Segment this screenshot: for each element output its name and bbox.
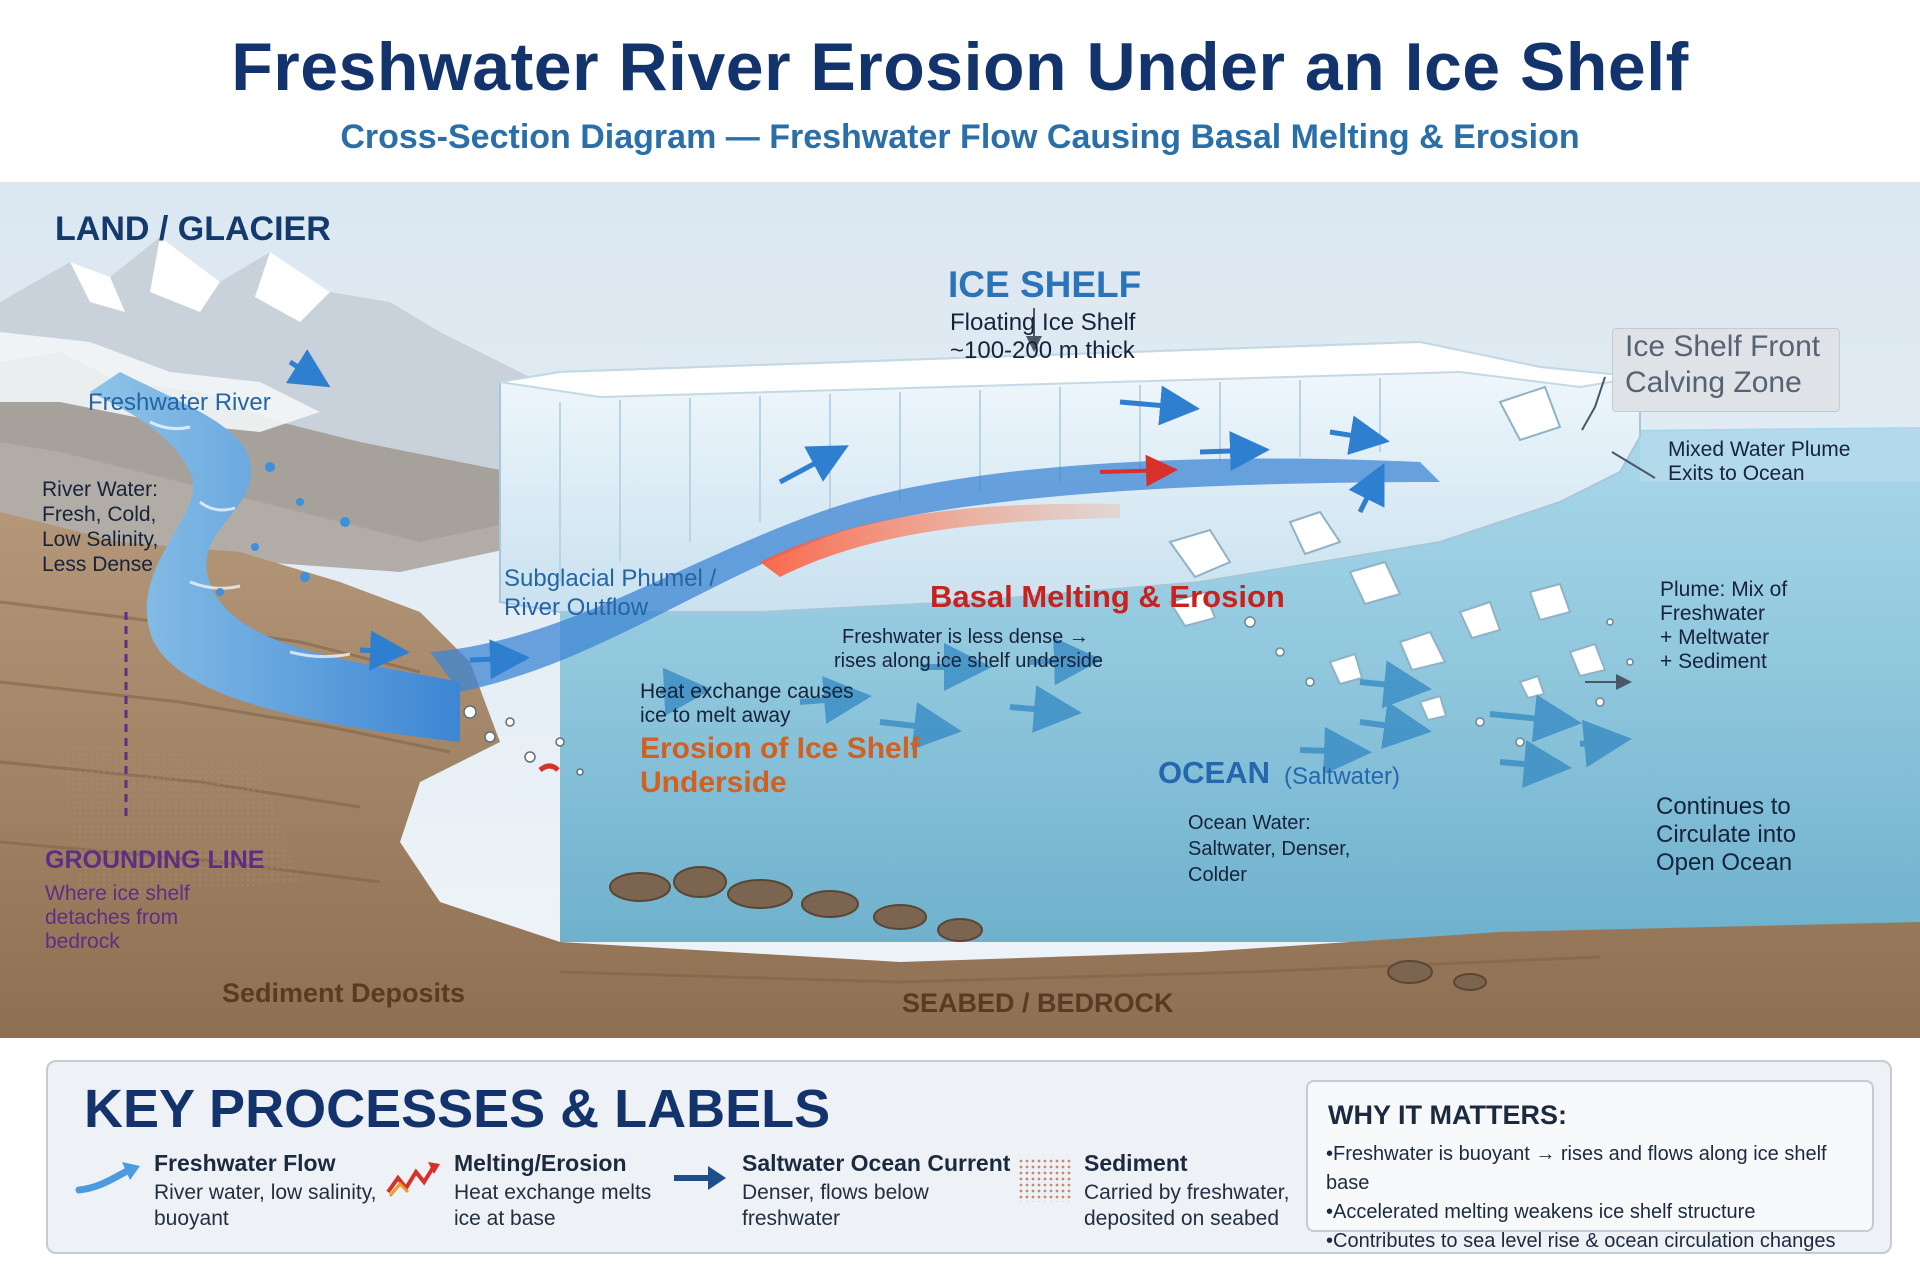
grounding-desc-line1: Where ice shelf: [45, 882, 190, 905]
heat-line2: ice to melt away: [640, 704, 791, 727]
key-item-saltwater-current: Saltwater Ocean Current Denser, flows be…: [742, 1150, 1010, 1231]
subglacial-outflow: [430, 458, 1440, 692]
ocean-current-arrows: [659, 637, 1632, 788]
erosion-debris: [463, 705, 584, 776]
why-list: Freshwater is buoyant → rises and flows …: [1326, 1140, 1872, 1256]
plume-mix-line4: + Sediment: [1660, 650, 1767, 673]
subglacial-line1: Subglacial Phumel /: [504, 565, 717, 592]
ocean-water-line3: Colder: [1188, 864, 1247, 886]
plume-particles: [1244, 616, 1634, 747]
key-item-name: Melting/Erosion: [454, 1150, 627, 1176]
key-title: KEY PROCESSES & LABELS: [84, 1079, 831, 1139]
ocean-label: OCEAN: [1158, 755, 1270, 790]
freshwater-flow-arrows: [285, 349, 1390, 680]
less-dense-line2: rises along ice shelf underside: [834, 650, 1104, 672]
plume-pointer: [1611, 451, 1656, 479]
key-item-desc: deposited on seabed: [1084, 1207, 1279, 1231]
heat-line1: Heat exchange causes: [640, 680, 854, 703]
erosion-line1: Erosion of Ice Shelf: [640, 732, 921, 765]
seabed-rocks: [609, 866, 1487, 991]
grounding-line-label: GROUNDING LINE: [45, 846, 265, 874]
sea-surface: [1640, 428, 1920, 482]
erosion-line2: Underside: [640, 766, 787, 799]
basal-melting-label: Basal Melting & Erosion: [930, 579, 1285, 614]
saltwater-current-icon: [674, 1166, 726, 1190]
grounding-desc-line3: bedrock: [45, 930, 120, 953]
river-water-line2: Fresh, Cold,: [42, 503, 157, 526]
snowfield: [0, 332, 320, 432]
sediment-icon: [1018, 1158, 1072, 1202]
river-water-line4: Less Dense: [42, 553, 153, 576]
water-droplets: [216, 462, 350, 596]
circulate-line2: Circulate into: [1656, 821, 1797, 848]
subglacial-line2: River Outflow: [504, 594, 649, 621]
key-item-desc: ice at base: [454, 1207, 556, 1231]
key-panel: KEY PROCESSES & LABELS Freshwater Flow R…: [46, 1060, 1892, 1254]
front-line2: Calving Zone: [1625, 366, 1802, 399]
sediment-deposits-label: Sediment Deposits: [222, 978, 466, 1008]
thickness-label: ~100-200 m thick: [950, 337, 1135, 364]
land-glacier-label: LAND / GLACIER: [55, 210, 331, 248]
key-item-sediment: Sediment Carried by freshwater, deposite…: [1084, 1150, 1289, 1231]
key-item-freshwater-flow: Freshwater Flow River water, low salinit…: [154, 1150, 377, 1231]
ice-shelf-front-box: Ice Shelf Front Calving Zone: [1612, 328, 1840, 412]
page-title: Freshwater River Erosion Under an Ice Sh…: [231, 29, 1689, 105]
page-subtitle: Cross-Section Diagram — Freshwater Flow …: [340, 118, 1580, 156]
key-item-desc: buoyant: [154, 1207, 229, 1231]
grounding-desc-line2: detaches from: [45, 906, 179, 929]
ocean-water-line2: Saltwater, Denser,: [1188, 838, 1351, 860]
plume-mix-line2: Freshwater: [1660, 602, 1766, 625]
front-pointer: [1581, 376, 1606, 431]
freshwater-river-label: Freshwater River: [88, 389, 271, 416]
diagram-art: [0, 182, 1920, 1038]
key-item-desc: River water, low salinity,: [154, 1181, 377, 1204]
mixed-plume-line2: Exits to Ocean: [1668, 462, 1805, 485]
ocean-water-line1: Ocean Water:: [1188, 812, 1311, 834]
key-item-name: Freshwater Flow: [154, 1150, 336, 1176]
key-item-name: Sediment: [1084, 1150, 1188, 1176]
why-point: Contributes to sea level rise & ocean ci…: [1326, 1227, 1872, 1256]
melting-erosion-icon: [386, 1162, 440, 1197]
circulate-line1: Continues to: [1656, 793, 1791, 820]
river-water-line3: Low Salinity,: [42, 528, 159, 551]
why-title: WHY IT MATTERS:: [1328, 1100, 1567, 1130]
key-item-melting-erosion: Melting/Erosion Heat exchange melts ice …: [454, 1150, 651, 1231]
key-item-desc: freshwater: [742, 1207, 841, 1231]
key-item-desc: Carried by freshwater,: [1084, 1181, 1290, 1204]
basal-melt-zone: [760, 503, 1120, 577]
mixed-plume-line1: Mixed Water Plume: [1668, 438, 1851, 461]
front-line1: Ice Shelf Front: [1625, 330, 1821, 363]
sediment-texture: [60, 742, 300, 902]
erosion-mark: [538, 763, 560, 773]
freshwater-flow-icon: [75, 1162, 140, 1194]
seabed-label: SEABED / BEDROCK: [902, 988, 1174, 1018]
cross-section-diagram: LAND / GLACIER ICE SHELF Floating Ice Sh…: [0, 182, 1920, 1038]
floating-ice-shelf-label: Floating Ice Shelf: [950, 309, 1136, 336]
why-point: Accelerated melting weakens ice shelf st…: [1326, 1198, 1872, 1227]
why-point: Freshwater is buoyant → rises and flows …: [1326, 1140, 1872, 1198]
river-ripples: [149, 420, 351, 659]
river-water-line1: River Water:: [42, 478, 158, 501]
melt-arrow: [1099, 454, 1178, 487]
plume-mix-line3: + Meltwater: [1660, 626, 1770, 649]
key-item-desc: Denser, flows below: [742, 1181, 929, 1204]
ice-shelf-label: ICE SHELF: [948, 264, 1142, 305]
saltwater-label: (Saltwater): [1284, 763, 1401, 790]
key-item-name: Saltwater Ocean Current: [742, 1150, 1011, 1176]
freshwater-river: [90, 372, 460, 742]
plume-mix-line1: Plume: Mix of: [1660, 578, 1788, 601]
circulate-line3: Open Ocean: [1656, 849, 1793, 876]
ice-shelf-top: [499, 340, 1641, 399]
key-item-desc: Heat exchange melts: [454, 1181, 652, 1204]
less-dense-line1: Freshwater is less dense →: [842, 626, 1089, 648]
snow-caps: [70, 237, 330, 322]
why-it-matters-box: WHY IT MATTERS: Freshwater is buoyant → …: [1306, 1080, 1874, 1252]
header: Freshwater River Erosion Under an Ice Sh…: [0, 0, 1920, 182]
